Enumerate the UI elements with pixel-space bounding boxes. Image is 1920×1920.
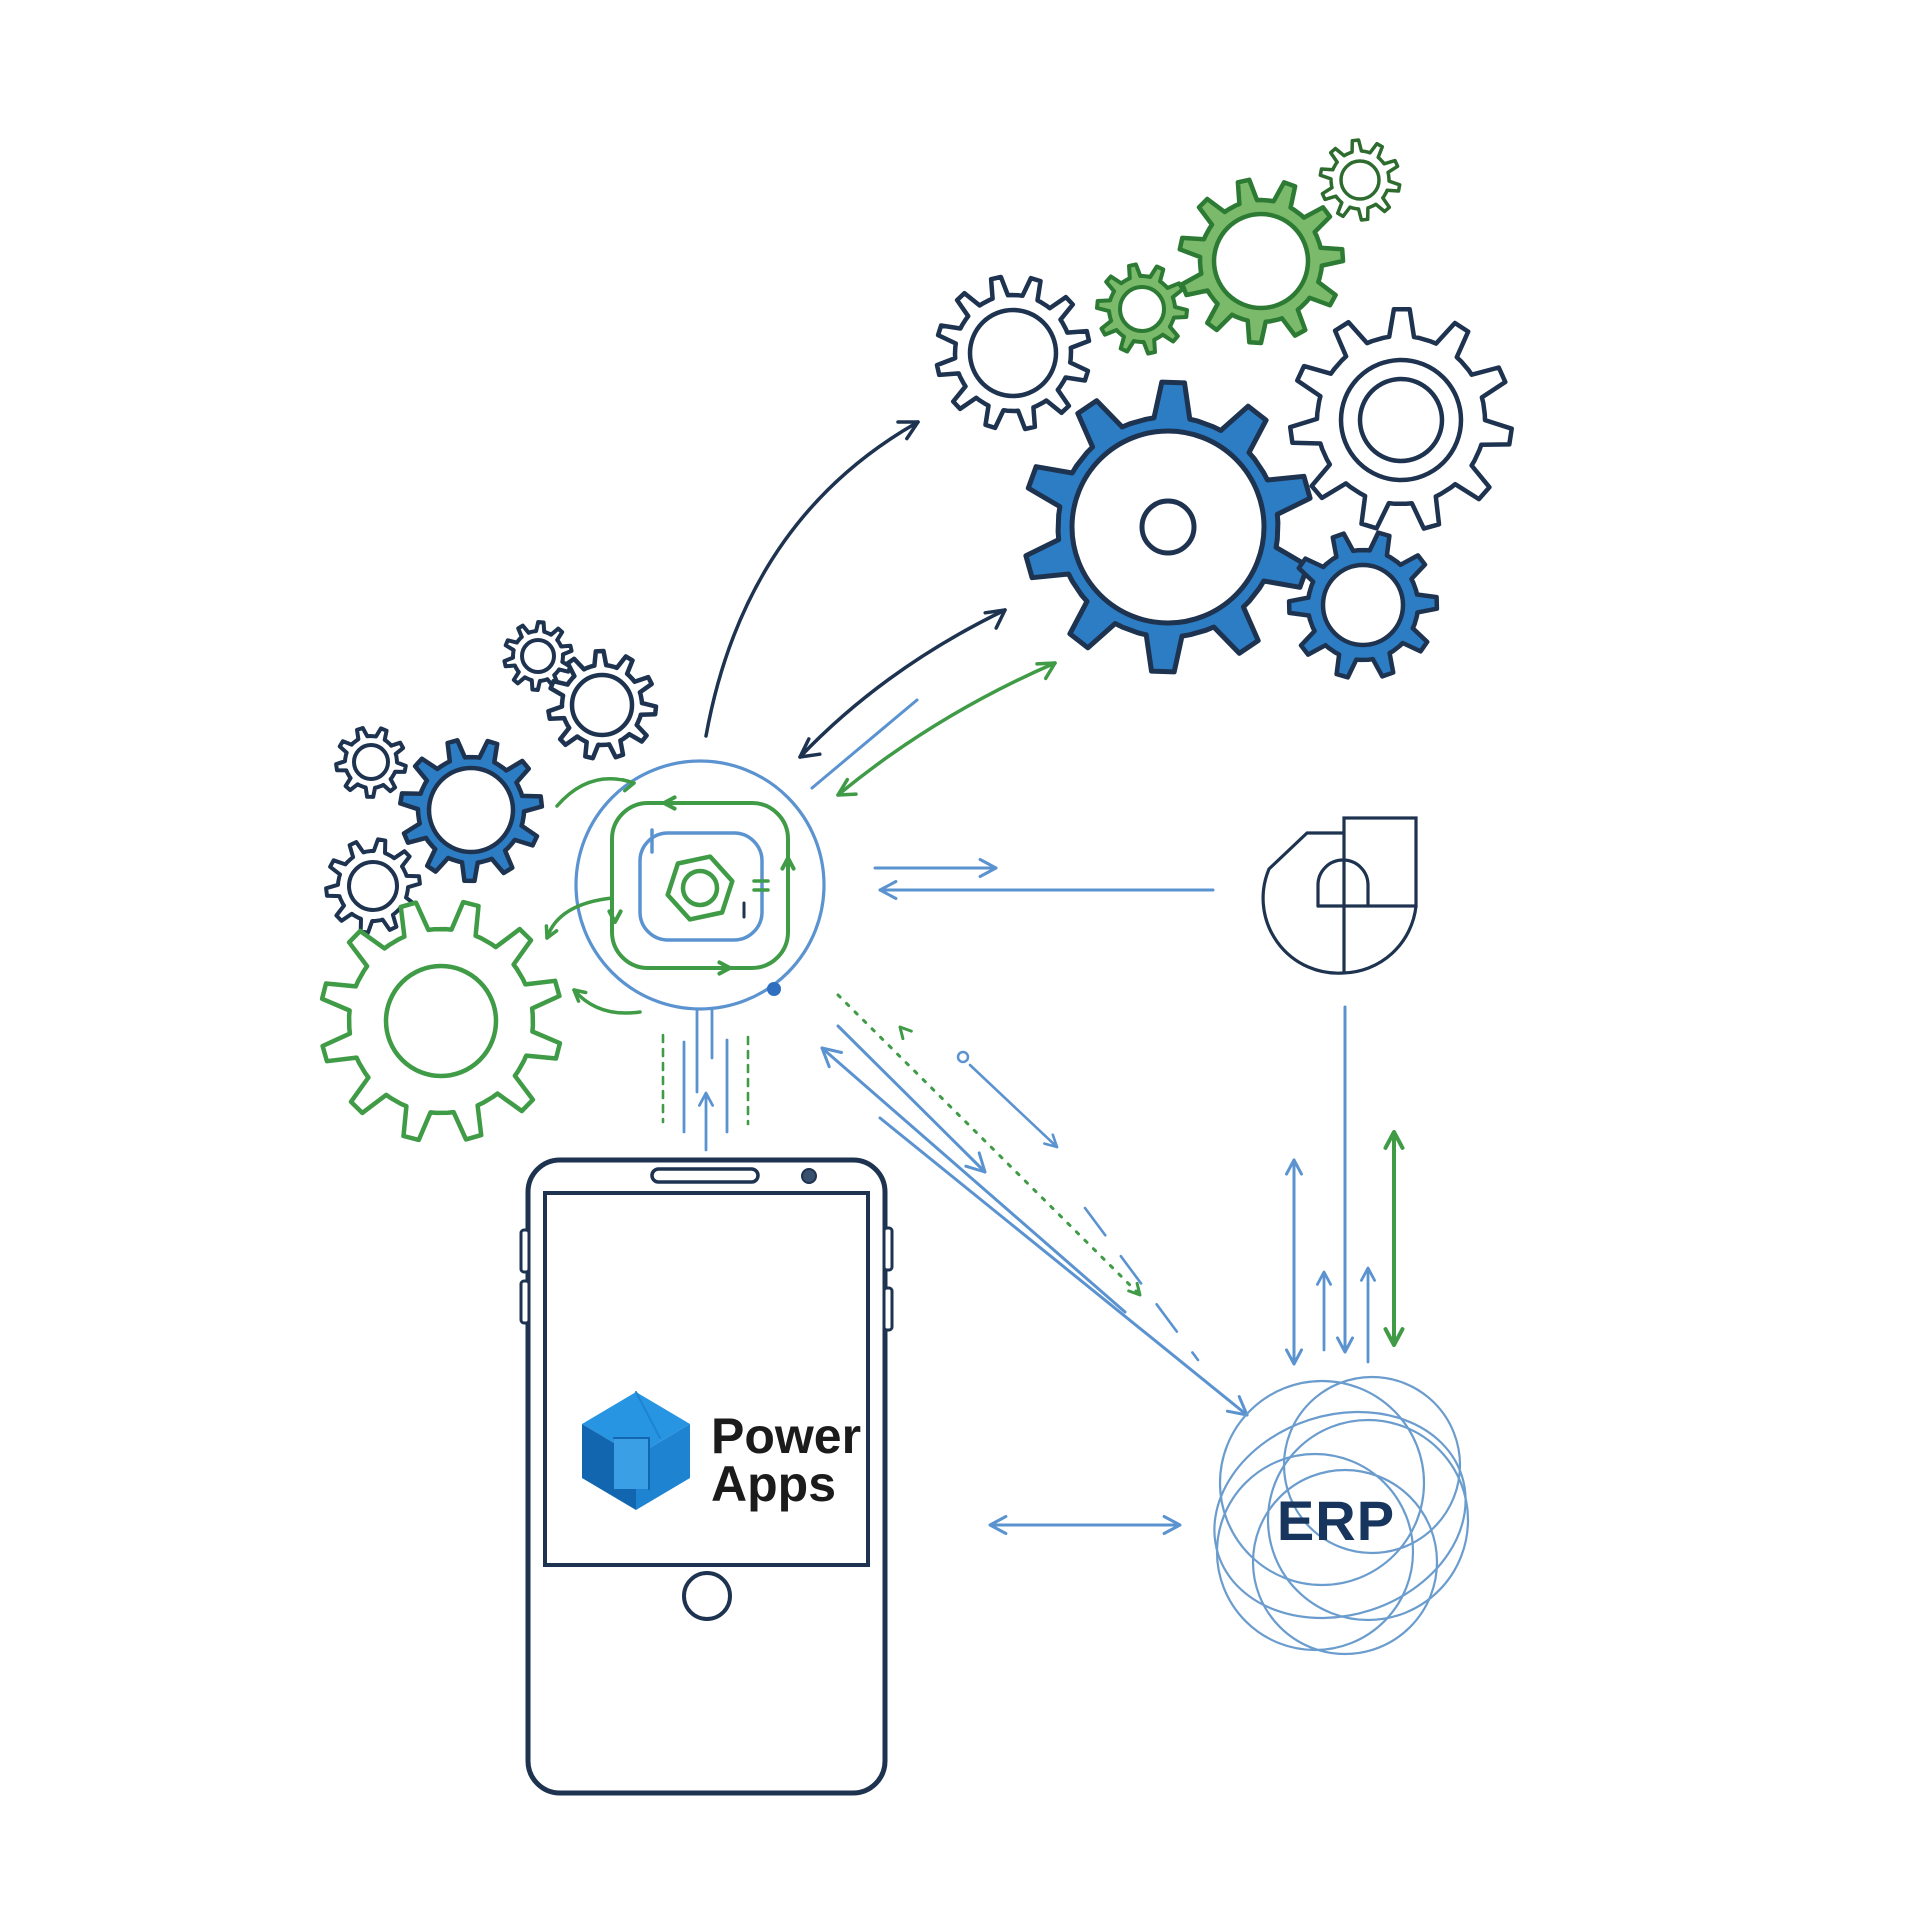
power-apps-logo xyxy=(582,1391,690,1510)
power-apps-label-line2: Apps xyxy=(711,1456,836,1512)
left-gear-cluster xyxy=(319,620,659,1143)
hub-shield-arrows xyxy=(873,858,1215,900)
smartphone-frame xyxy=(519,1157,894,1796)
shield-erp-vertical-arrows xyxy=(1285,1005,1405,1366)
security-shield-icon xyxy=(1261,816,1418,975)
process-hub-icon xyxy=(574,759,826,1011)
hub-erp-arrows xyxy=(820,993,1249,1417)
hub-rotation-arrows xyxy=(544,777,642,1015)
hub-cluster-arrows xyxy=(704,420,1057,797)
erp-label: ERP xyxy=(1277,1489,1395,1552)
top-gear-cluster xyxy=(934,138,1514,680)
erp-cloud-icon xyxy=(1213,1375,1470,1656)
power-apps-label-line1: Power xyxy=(711,1408,861,1464)
hub-phone-connectors xyxy=(661,1008,750,1152)
phone-erp-arrow xyxy=(988,1515,1182,1535)
